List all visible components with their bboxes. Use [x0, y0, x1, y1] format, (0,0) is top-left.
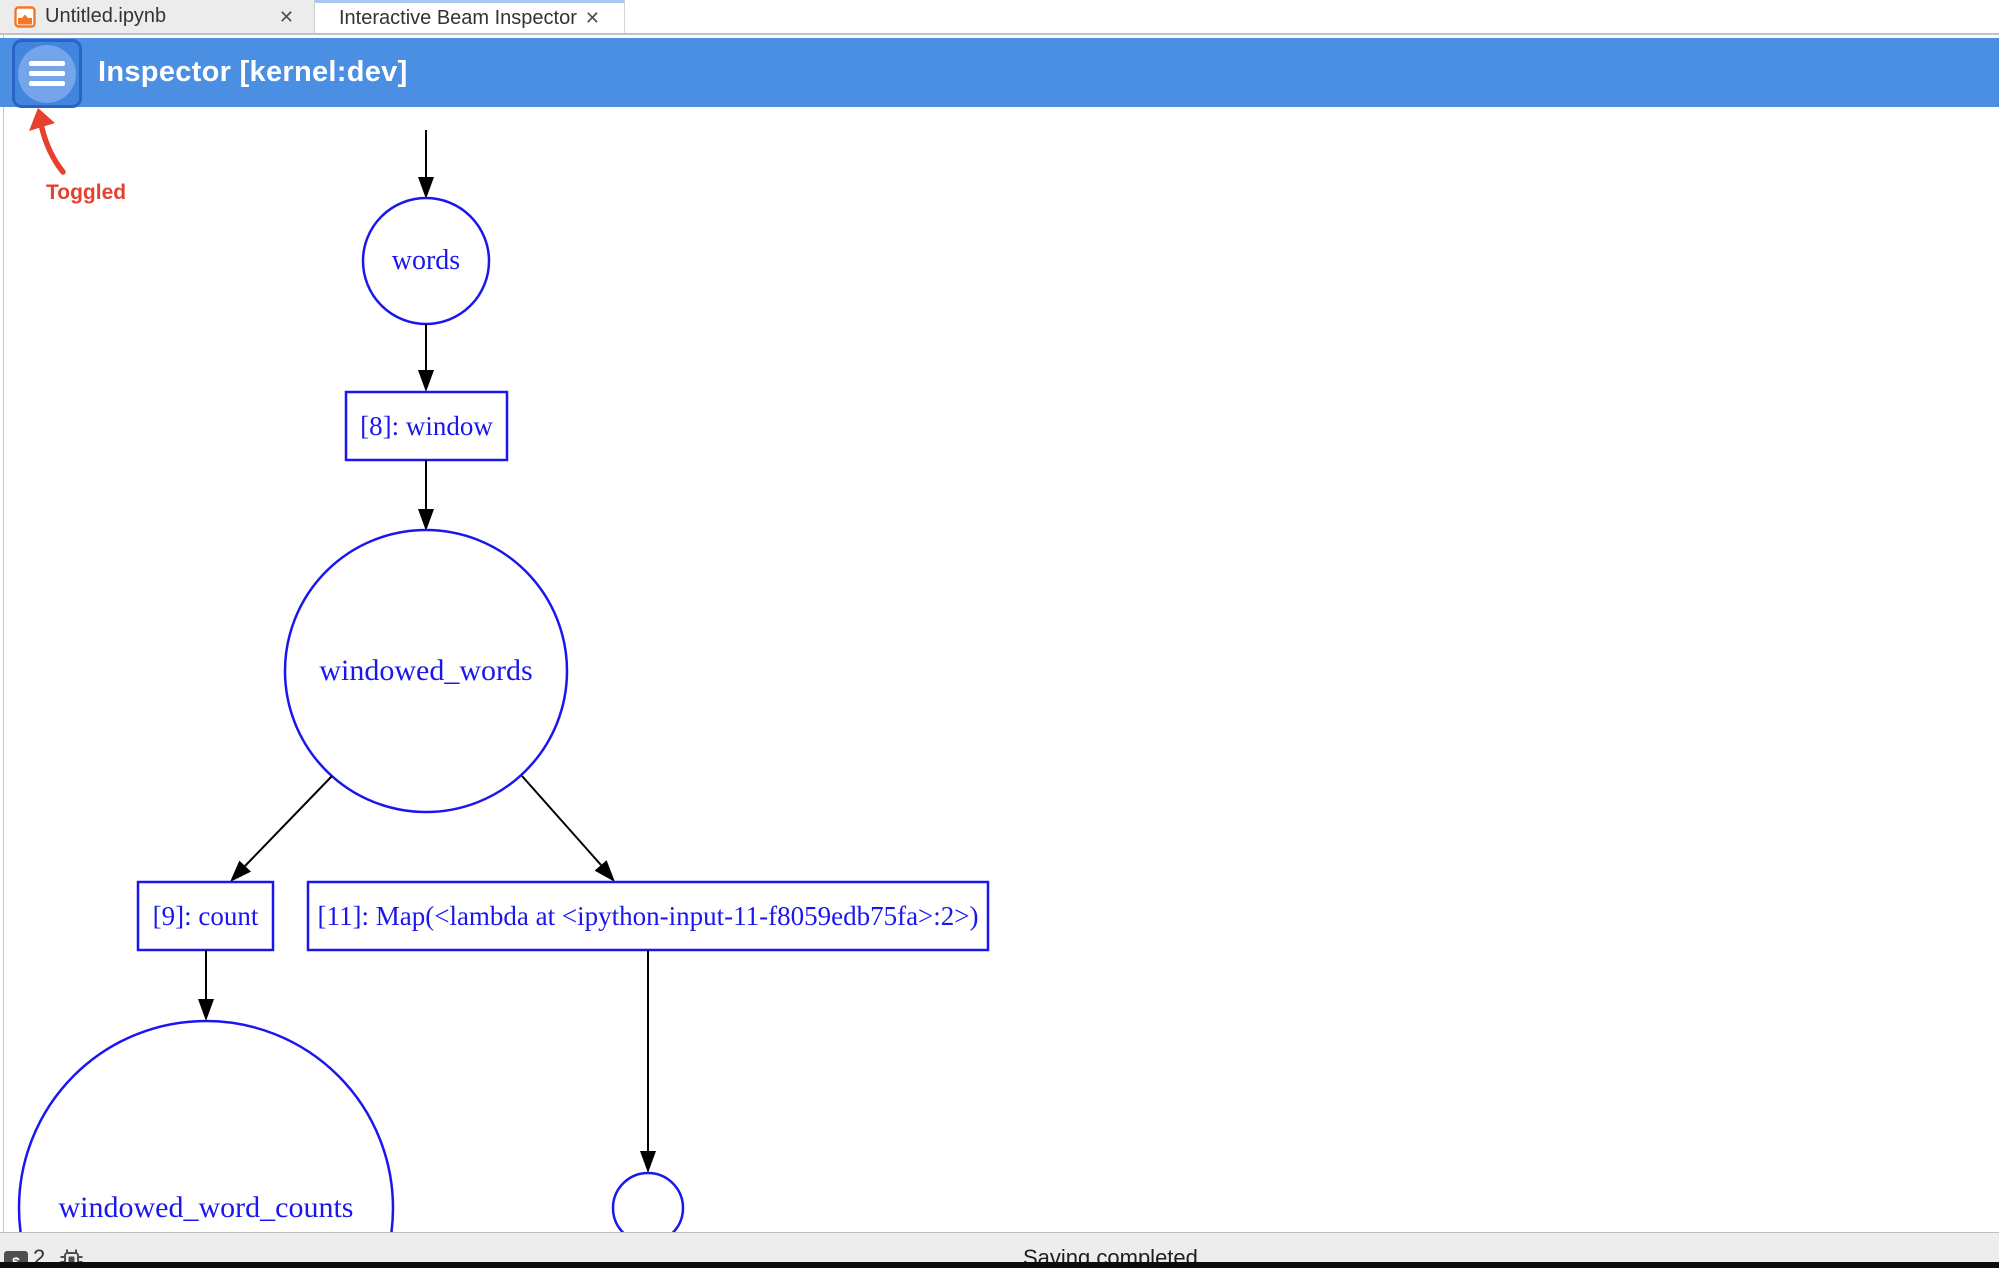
beam-pipeline-graph	[17, 108, 990, 1232]
edge-window-to-windowed-words	[418, 460, 434, 531]
edge-count-to-windowed-word-counts	[198, 950, 214, 1021]
node-label-cell11-map: [11]: Map(<lambda at <ipython-input-11-f…	[317, 901, 979, 931]
inspector-title: Inspector [kernel:dev]	[98, 56, 408, 88]
tab-bar: Untitled.ipynb ✕ Interactive Beam Inspec…	[0, 0, 1999, 35]
tab-label: Interactive Beam Inspector	[339, 6, 577, 29]
notebook-icon	[14, 5, 36, 28]
edge-map-to-output	[640, 950, 656, 1173]
node-unnamed-output-circle[interactable]	[611, 1171, 685, 1232]
tab-untitled-ipynb[interactable]: Untitled.ipynb ✕	[0, 0, 315, 33]
node-label-words: words	[391, 245, 461, 276]
node-label-windowed-words: windowed_words	[319, 654, 533, 687]
edge-windowed-words-to-count	[230, 775, 333, 882]
node-windowed-word-counts-circle[interactable]	[17, 1019, 395, 1232]
inspector-header: Inspector [kernel:dev]	[0, 38, 1999, 108]
toggled-annotation-label: Toggled	[46, 181, 127, 204]
edge-words-to-window	[418, 324, 434, 392]
node-label-windowed-word-counts: windowed_word_counts	[58, 1191, 354, 1224]
window-bottom-edge	[0, 1262, 1999, 1268]
node-cell8-window-rect[interactable]	[344, 390, 509, 462]
node-label-cell8-window: [8]: window	[360, 411, 493, 441]
panel-left-border	[3, 35, 4, 1232]
toggled-annotation-arrow	[29, 108, 66, 175]
edge-source-to-words	[418, 130, 434, 199]
close-icon[interactable]: ✕	[584, 8, 600, 28]
node-windowed-words-circle[interactable]	[283, 528, 569, 814]
tab-label: Untitled.ipynb	[45, 5, 167, 27]
hamburger-menu-button[interactable]	[12, 39, 82, 108]
node-label-cell9-count: [9]: count	[152, 901, 259, 931]
hamburger-icon	[29, 60, 65, 87]
close-icon[interactable]: ✕	[278, 6, 294, 27]
tab-interactive-beam-inspector[interactable]: Interactive Beam Inspector ✕	[315, 0, 625, 33]
edge-windowed-words-to-map	[521, 775, 615, 882]
